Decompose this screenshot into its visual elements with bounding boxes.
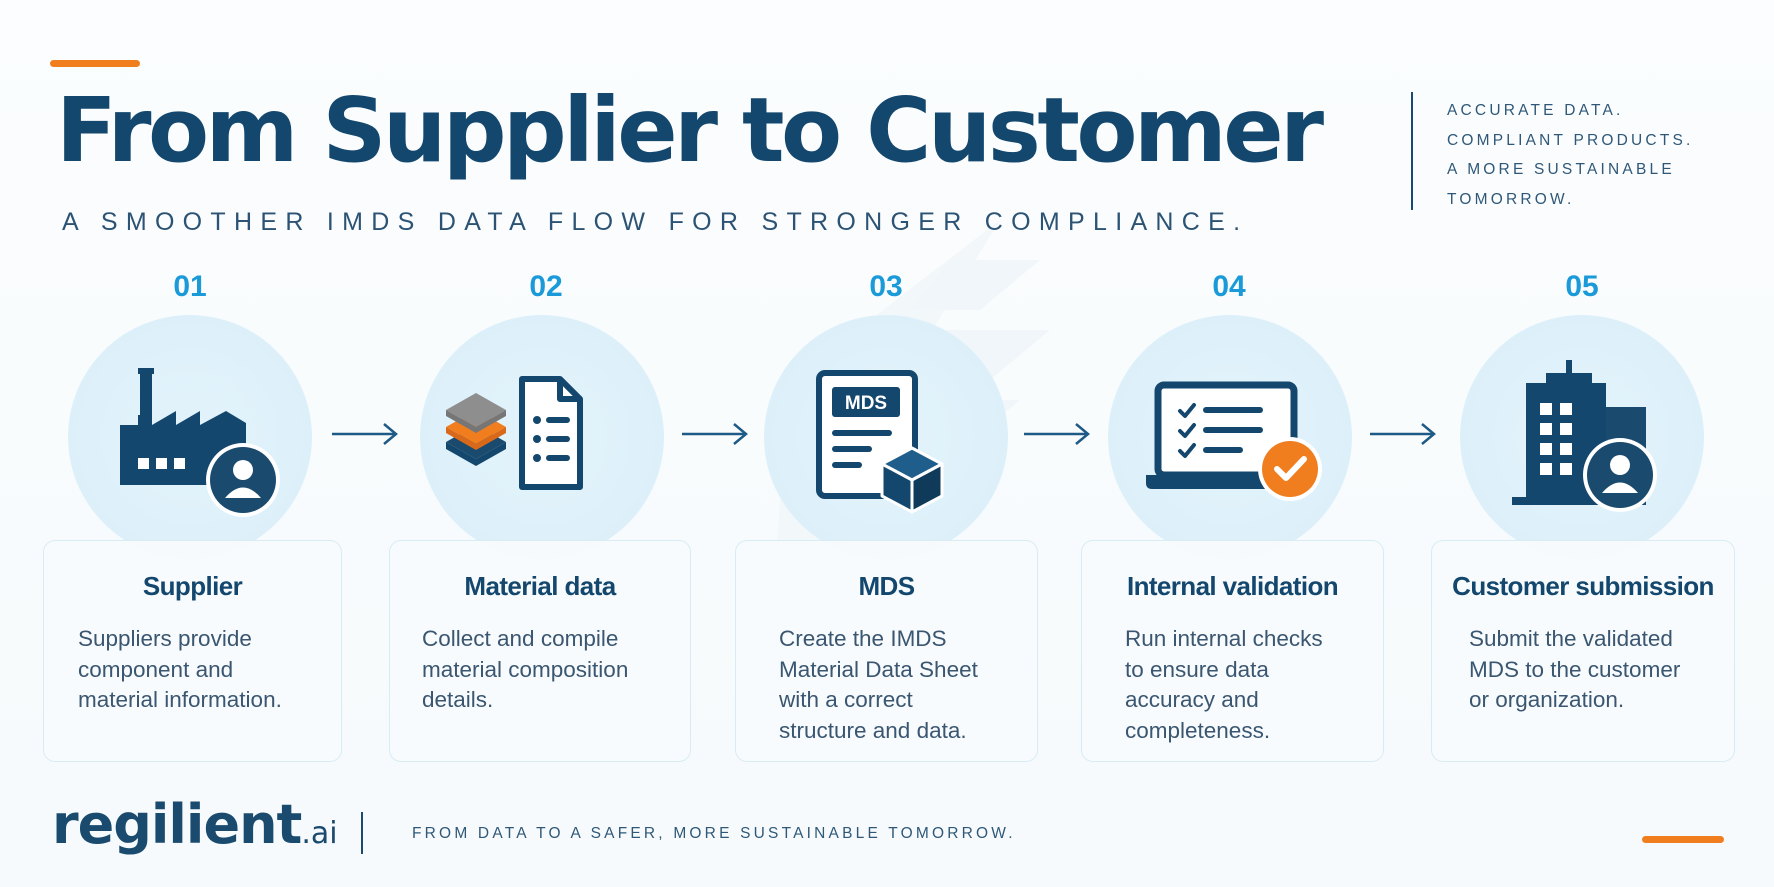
tagline-line: A MORE SUSTAINABLE [1447,161,1675,178]
step-description: Submit the validated MDS to the customer… [1469,626,1681,712]
footer-divider [361,812,363,854]
step-card-material-data: Material data Collect and compile materi… [389,540,691,762]
tagline-line: COMPLIANT PRODUCTS. [1447,131,1694,149]
material-layers-document-icon [446,376,583,490]
flow-arrow-icon [682,423,748,445]
logo-suffix: .ai [301,816,338,851]
step-number-03: 03 [869,270,903,303]
step-number-02: 02 [529,270,563,303]
tagline-divider [1411,92,1413,210]
tagline-line: TOMORROW. [1447,190,1575,208]
step-number-04: 04 [1212,270,1246,303]
step-title: Material data [464,571,616,601]
footer-tagline: FROM DATA TO A SAFER, MORE SUSTAINABLE T… [412,825,1016,842]
step-description: Run internal checks to ensure data accur… [1125,626,1323,743]
step-number-05: 05 [1565,270,1599,303]
step-title: Supplier [142,571,243,601]
factory-supplier-icon [120,368,280,517]
page-title: From Supplier to Customer [56,78,1324,182]
step-number-01: 01 [173,270,207,303]
step-title: Customer submission [1452,571,1714,601]
step-card-mds: MDS Create the IMDS Material Data Sheet … [735,540,1038,762]
laptop-checklist-icon [1146,381,1322,501]
bottom-accent-bar [1642,836,1724,843]
flow-arrow-icon [1370,423,1436,445]
flow-arrow-icon [332,423,398,445]
step-card-internal-validation: Internal validation Run internal checks … [1081,540,1384,762]
top-accent-bar [50,60,140,67]
page-subtitle: A SMOOTHER IMDS DATA FLOW FOR STRONGER C… [62,208,1249,236]
regilient-logo: regilient.ai [52,798,338,852]
header-tagline: ACCURATE DATA. COMPLIANT PRODUCTS. A MOR… [1447,96,1694,214]
step-description: Suppliers provide component and material… [78,626,282,712]
logo-wordmark: regilient [52,793,302,856]
step-card-customer-submission: Customer submission Submit the validated… [1431,540,1735,762]
flow-arrow-icon [1024,423,1090,445]
mds-sheet-cube-icon: MDS [816,370,944,514]
step-description: Create the IMDS Material Data Sheet with… [779,626,978,743]
step-description: Collect and compile material composition… [422,626,629,712]
building-customer-icon [1512,360,1657,512]
step-title: MDS [858,571,916,601]
step-title: Internal validation [1126,571,1339,601]
mds-badge-text: MDS [845,393,887,414]
tagline-line: ACCURATE DATA. [1447,102,1624,119]
step-card-supplier: Supplier Suppliers provide component and… [43,540,342,762]
